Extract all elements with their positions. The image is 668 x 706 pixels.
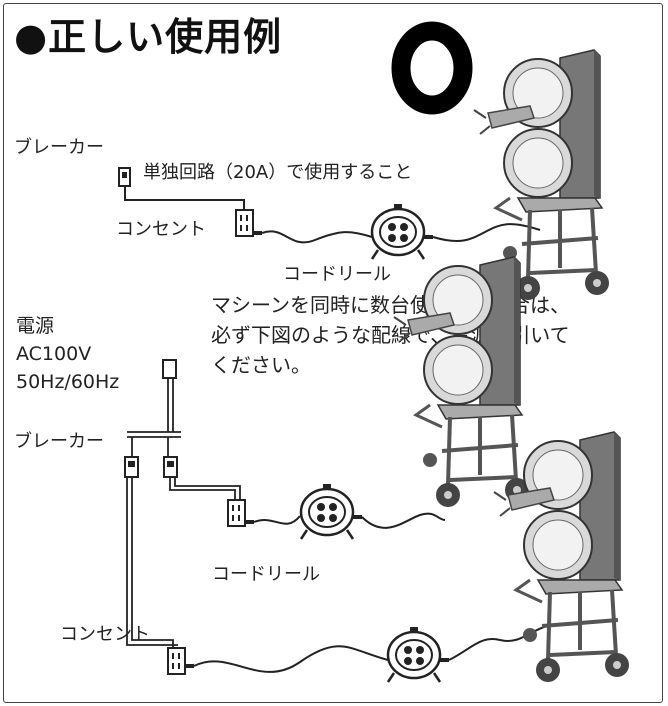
bottom-breaker-2 [163, 456, 178, 478]
main-power-box [162, 359, 177, 379]
top-cord-reel [370, 202, 426, 261]
power-frequency: 50Hz/60Hz [16, 371, 120, 393]
bottom-breaker-label: ブレーカー [14, 431, 104, 452]
figure-frame [3, 3, 663, 703]
top-outlet-label: コンセント [116, 219, 206, 240]
top-breaker-label: ブレーカー [14, 137, 104, 158]
power-voltage: AC100V [16, 343, 92, 365]
bottom-cord-reel-2 [386, 625, 442, 684]
power-source-spec: 電源 AC100V 50Hz/60Hz [16, 312, 119, 396]
note-line-3: ください。 [211, 353, 311, 377]
top-reel-label: コードリール [283, 264, 391, 285]
bottom-breaker-1 [124, 456, 139, 478]
bottom-reel-label: コードリール [212, 564, 320, 585]
figure-title: ●正しい使用例 [14, 15, 283, 59]
power-source-label: 電源 [16, 315, 55, 337]
top-outlet [235, 209, 254, 237]
correct-circle-mark [391, 21, 473, 115]
bottom-outlet-1 [227, 499, 246, 527]
bottom-outlet-2 [167, 647, 186, 675]
circuit-note: 単独回路（20A）で使用すること [143, 162, 413, 183]
bottom-cord-reel-1 [299, 482, 355, 541]
top-breaker [118, 167, 131, 187]
bottom-machine-1 [392, 255, 531, 509]
